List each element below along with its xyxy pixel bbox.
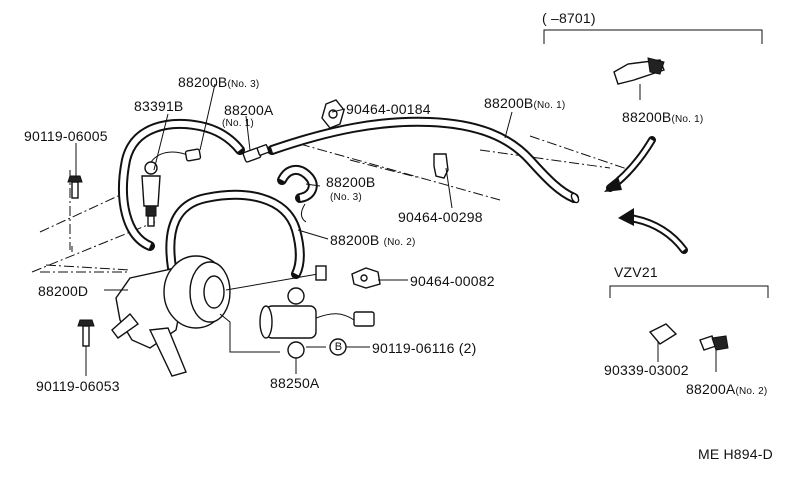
label-90119-06053: 90119-06053 bbox=[36, 378, 120, 394]
clamp-upper-left bbox=[184, 148, 202, 162]
label-83391b: 83391B bbox=[134, 98, 184, 114]
label-88250a: 88250A bbox=[270, 375, 320, 391]
label-88200b-no3: 88200B(No. 3) bbox=[178, 74, 260, 90]
label-vzv21: VZV21 bbox=[614, 264, 658, 280]
clip-90464-00082 bbox=[351, 267, 381, 289]
label-88200b-mid: 88200B bbox=[326, 174, 376, 190]
canister-88200d bbox=[111, 255, 327, 377]
hose-88200b-no3 bbox=[118, 119, 245, 251]
label-ref-code: ME H894-D bbox=[698, 446, 773, 462]
hose-88200b-no2 bbox=[165, 189, 305, 279]
clip-90464-00184 bbox=[321, 99, 345, 129]
label-88200a-sub: (No. 1) bbox=[222, 118, 254, 129]
arrow-down bbox=[604, 136, 656, 192]
hose-88200b-no3-short bbox=[277, 165, 318, 203]
valve-83391b bbox=[141, 151, 191, 227]
hose-88200b-no1 bbox=[267, 116, 580, 204]
arrow-up bbox=[618, 208, 688, 254]
label-88200d: 88200D bbox=[38, 283, 89, 299]
label-88200a: 88200A bbox=[224, 102, 274, 118]
label-88200b-no1: 88200B(No. 1) bbox=[484, 95, 566, 111]
inset-vzv21 bbox=[609, 285, 769, 372]
label-88200b-no2: 88200B (No. 2) bbox=[330, 232, 416, 248]
label-range-8701: ( –8701) bbox=[542, 10, 596, 26]
filter-88200a bbox=[242, 144, 270, 163]
label-90464-00184: 90464-00184 bbox=[346, 101, 431, 117]
bolt-90119-06005 bbox=[67, 175, 83, 199]
label-90119-06116: 90119-06116 (2) bbox=[372, 340, 477, 356]
bolt-90119-06053 bbox=[77, 319, 95, 347]
circle-b-letter: B bbox=[334, 341, 343, 353]
label-88200b-mid-sub: (No. 3) bbox=[330, 192, 362, 203]
label-88200a-no2: 88200A(No. 2) bbox=[686, 381, 768, 397]
clip-90464-00298 bbox=[433, 153, 449, 179]
label-90119-06005: 90119-06005 bbox=[24, 128, 108, 144]
inset-8701 bbox=[543, 29, 763, 100]
label-90339-03002: 90339-03002 bbox=[604, 362, 689, 378]
label-88200b-inset: 88200B(No. 1) bbox=[622, 109, 704, 125]
label-90464-00082: 90464-00082 bbox=[410, 273, 495, 289]
leader-lines bbox=[75, 83, 513, 376]
label-90464-00298: 90464-00298 bbox=[398, 209, 483, 225]
vsv-88250a bbox=[259, 287, 375, 359]
